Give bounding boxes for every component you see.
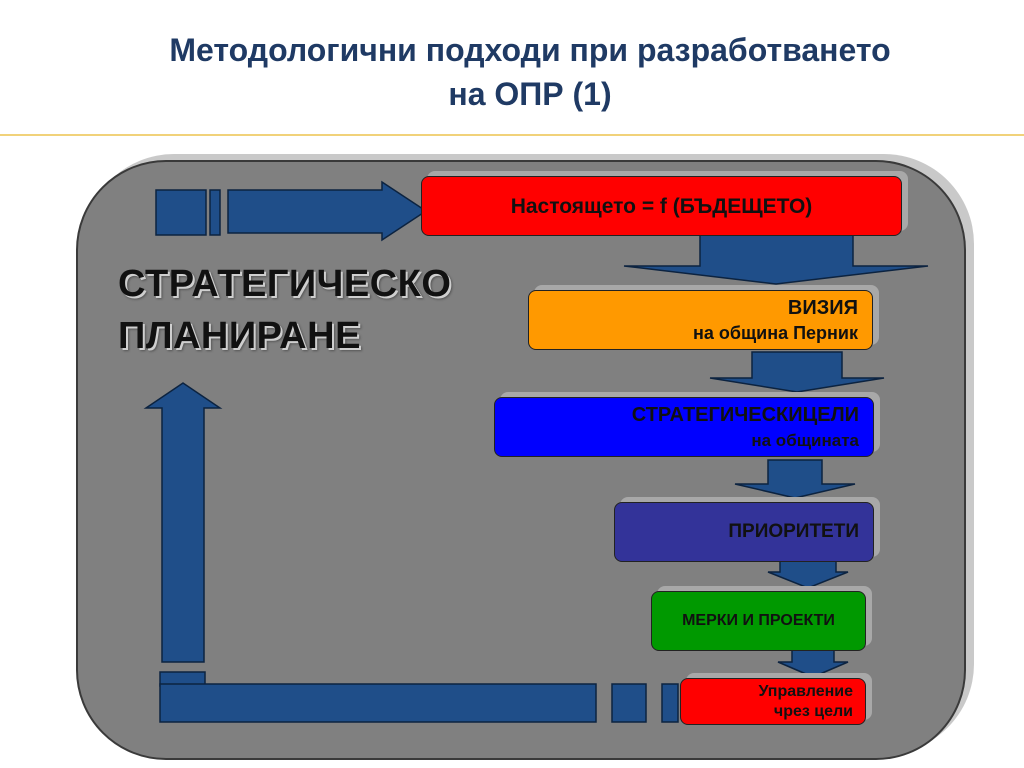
arrow-to-present-box (227, 180, 428, 242)
strategic-goals-subtitle: на общината (751, 431, 859, 450)
priorities-title: ПРИОРИТЕТИ (728, 521, 859, 542)
measures-projects-box: МЕРКИ И ПРОЕКТИ (651, 591, 866, 651)
title-line-2: на ОПР (1) (448, 76, 612, 112)
slide-title: Методологични подходи при разработването… (40, 28, 1020, 116)
strategic-goals-box: СТРАТЕГИЧЕСКИЦЕЛИ на общината (494, 397, 874, 457)
present-future-text: Настоящето = f (БЪДЕЩЕТО) (510, 195, 813, 218)
arrow-up-return (143, 382, 223, 663)
management-title: Управление (758, 683, 853, 700)
arrow-measures-to-management (777, 647, 849, 678)
strategic-planning-label: СТРАТЕГИЧЕСКО ПЛАНИРАНЕ (118, 258, 451, 362)
management-by-objectives-box: Управление чрез цели (680, 678, 866, 725)
strategic-planning-line-2: ПЛАНИРАНЕ (118, 315, 361, 357)
arrow-vision-to-goals (709, 351, 885, 393)
top-left-corner-block (155, 189, 207, 236)
title-divider (0, 134, 1024, 136)
bottom-return-bar (159, 683, 597, 723)
arrow-priorities-to-measures (767, 559, 849, 589)
arrow-goals-to-priorities (734, 459, 856, 499)
present-future-box: Настоящето = f (БЪДЕЩЕТО) (421, 176, 902, 236)
strategic-goals-title: СТРАТЕГИЧЕСКИЦЕЛИ (631, 404, 859, 426)
bottom-return-segment-2 (661, 683, 679, 723)
vision-title: ВИЗИЯ (787, 297, 858, 319)
management-subtitle: чрез цели (773, 703, 853, 720)
title-line-1: Методологични подходи при разработването (169, 32, 891, 68)
vision-box: ВИЗИЯ на община Перник (528, 290, 873, 350)
strategic-planning-line-1: СТРАТЕГИЧЕСКО (118, 263, 452, 305)
top-left-connector-segment (209, 189, 221, 236)
bottom-return-segment-1 (611, 683, 647, 723)
measures-projects-title: МЕРКИ И ПРОЕКТИ (682, 612, 835, 629)
arrow-present-to-vision (623, 231, 929, 285)
priorities-box: ПРИОРИТЕТИ (614, 502, 874, 562)
vision-subtitle: на община Перник (692, 323, 858, 343)
